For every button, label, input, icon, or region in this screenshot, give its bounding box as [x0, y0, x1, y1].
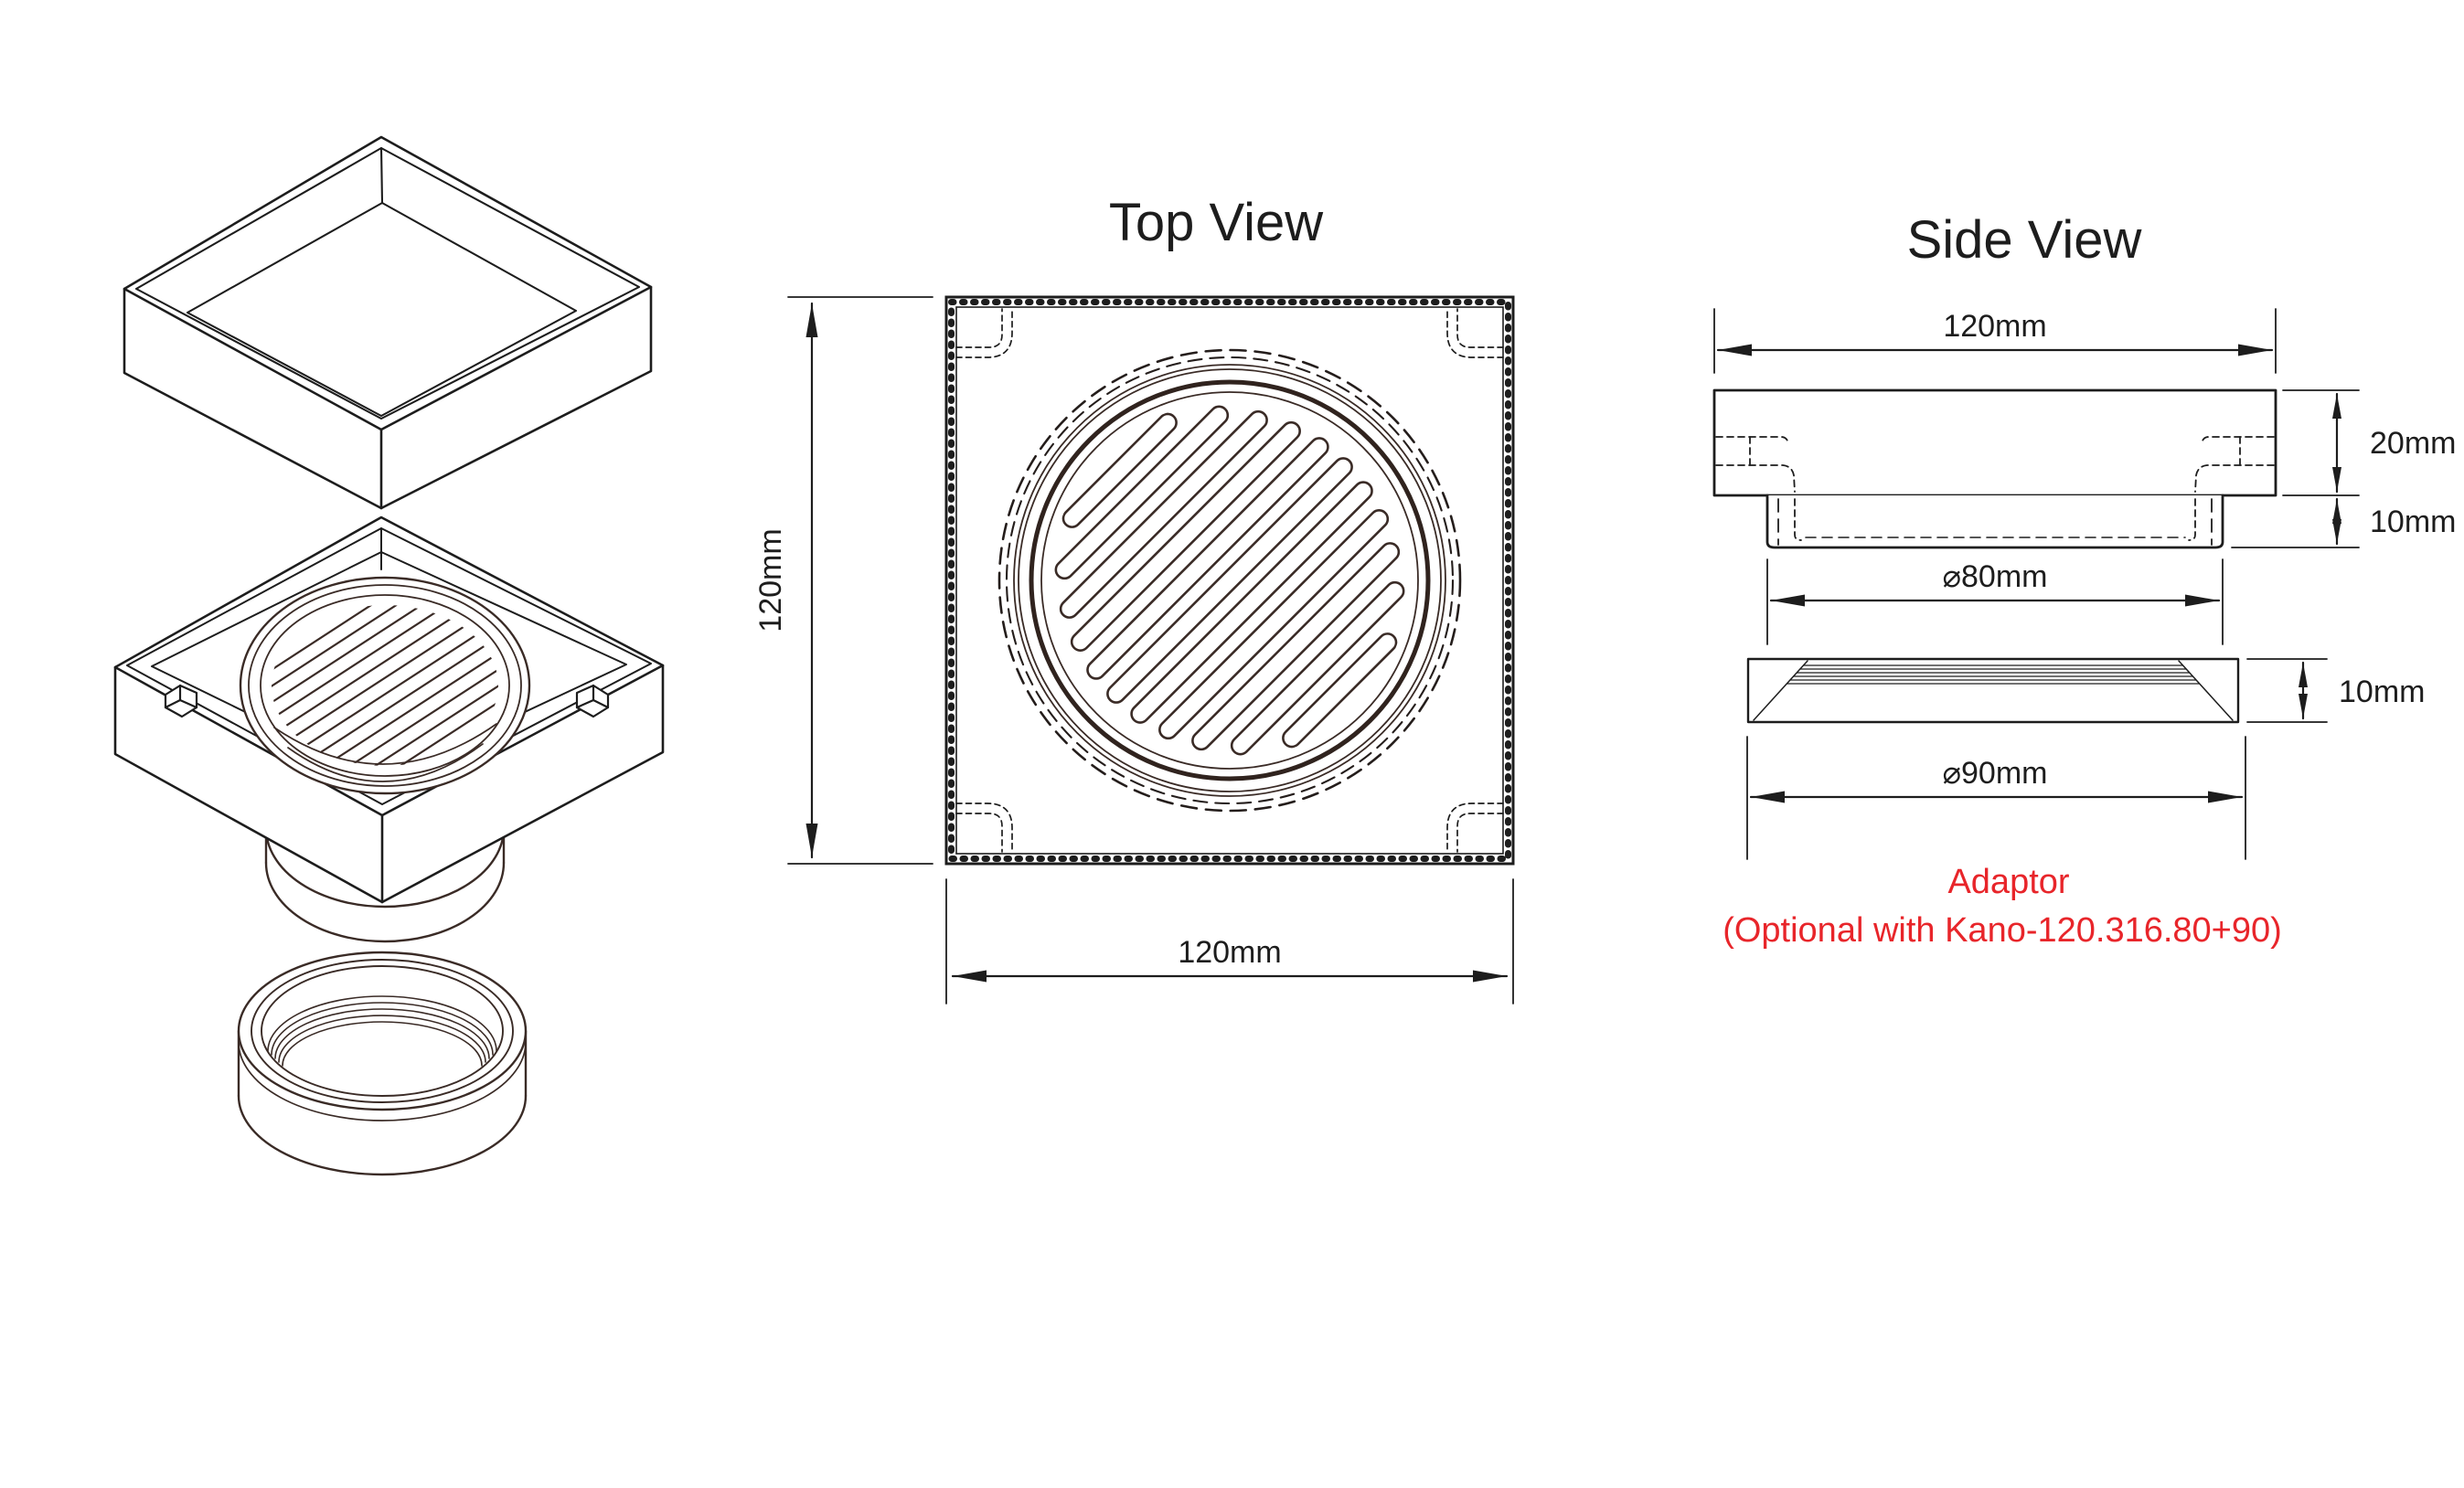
top-view-title: Top View: [1109, 193, 1324, 252]
grate-main-ring: [1029, 379, 1431, 781]
grate-slots: [1054, 405, 1405, 756]
grate-dashed-circle-outer: [997, 348, 1462, 813]
side-view: Side View 120mm: [1712, 210, 2456, 950]
top-view-dim-horizontal: 120mm: [945, 878, 1514, 1004]
dim-label-width: 120mm: [1943, 309, 2046, 344]
dim-label-horizontal: 120mm: [1178, 935, 1281, 970]
top-view: Top View: [753, 193, 1515, 1004]
ring-top-rim: [237, 951, 528, 1111]
adaptor-thread-lines: [1786, 664, 2201, 685]
flange-outline: [1765, 494, 2224, 549]
side-view-title: Side View: [1907, 210, 2143, 270]
dim-label-flange-diameter: ⌀80mm: [1943, 559, 2048, 594]
dim-label-flange-height: 10mm: [2370, 505, 2456, 539]
frame-back-corner-edge: [379, 146, 384, 205]
grate-slot-lines: [272, 605, 498, 766]
bracket-top-left: [955, 308, 1013, 358]
ring-lip-line: [238, 1041, 527, 1121]
hidden-detail-left: [1715, 436, 1802, 546]
side-view-dim-flange-dia: ⌀80mm: [1766, 558, 2224, 645]
exploded-view: [113, 135, 665, 1176]
side-view-dim-width: 120mm: [1713, 308, 2277, 374]
dim-label-vertical: 120mm: [753, 528, 788, 632]
side-view-body: [1712, 388, 2277, 549]
clip-left: [164, 684, 198, 718]
exploded-top-frame: [123, 135, 653, 510]
top-view-dim-vertical: 120mm: [753, 296, 933, 865]
bracket-bottom-right: [1446, 802, 1504, 853]
dim-label-adaptor-diameter: ⌀90mm: [1943, 756, 2048, 791]
side-view-dim-adaptor-dia: ⌀90mm: [1746, 736, 2246, 860]
frame-inner-rim: [134, 146, 641, 420]
ring-threads: [267, 995, 497, 1067]
adaptor-note-line2: (Optional with Kano-120.316.80+90): [1723, 911, 2282, 950]
side-view-dim-adaptor-height: 10mm: [2246, 658, 2425, 723]
side-view-dim-heights: 20mm 10mm: [2231, 389, 2456, 548]
ring-bottom-edge: [237, 1094, 528, 1176]
top-view-grate: [997, 348, 1462, 813]
side-view-adaptor: [1746, 657, 2240, 724]
body-outline: [1712, 388, 2277, 497]
bracket-bottom-left: [955, 802, 1013, 853]
frame-tick-band: [948, 299, 1511, 862]
adaptor-note: Adaptor (Optional with Kano-120.316.80+9…: [1723, 863, 2282, 950]
dim-label-adaptor-height: 10mm: [2339, 675, 2425, 709]
grate-dashed-circle-inner: [1005, 356, 1455, 805]
exploded-adaptor-ring: [237, 951, 528, 1176]
bracket-top-right: [1446, 308, 1504, 358]
frame-inner-edge: [955, 306, 1504, 855]
exploded-drain-body: [113, 515, 665, 943]
corner-brackets: [955, 308, 1504, 853]
clip-right: [575, 684, 610, 718]
drain-grate: [239, 576, 531, 795]
dim-label-body-height: 20mm: [2370, 426, 2456, 461]
adaptor-outline: [1746, 657, 2240, 724]
adaptor-note-line1: Adaptor: [1947, 863, 2069, 901]
frame-floor: [186, 201, 578, 418]
hidden-detail-right: [2188, 436, 2275, 546]
